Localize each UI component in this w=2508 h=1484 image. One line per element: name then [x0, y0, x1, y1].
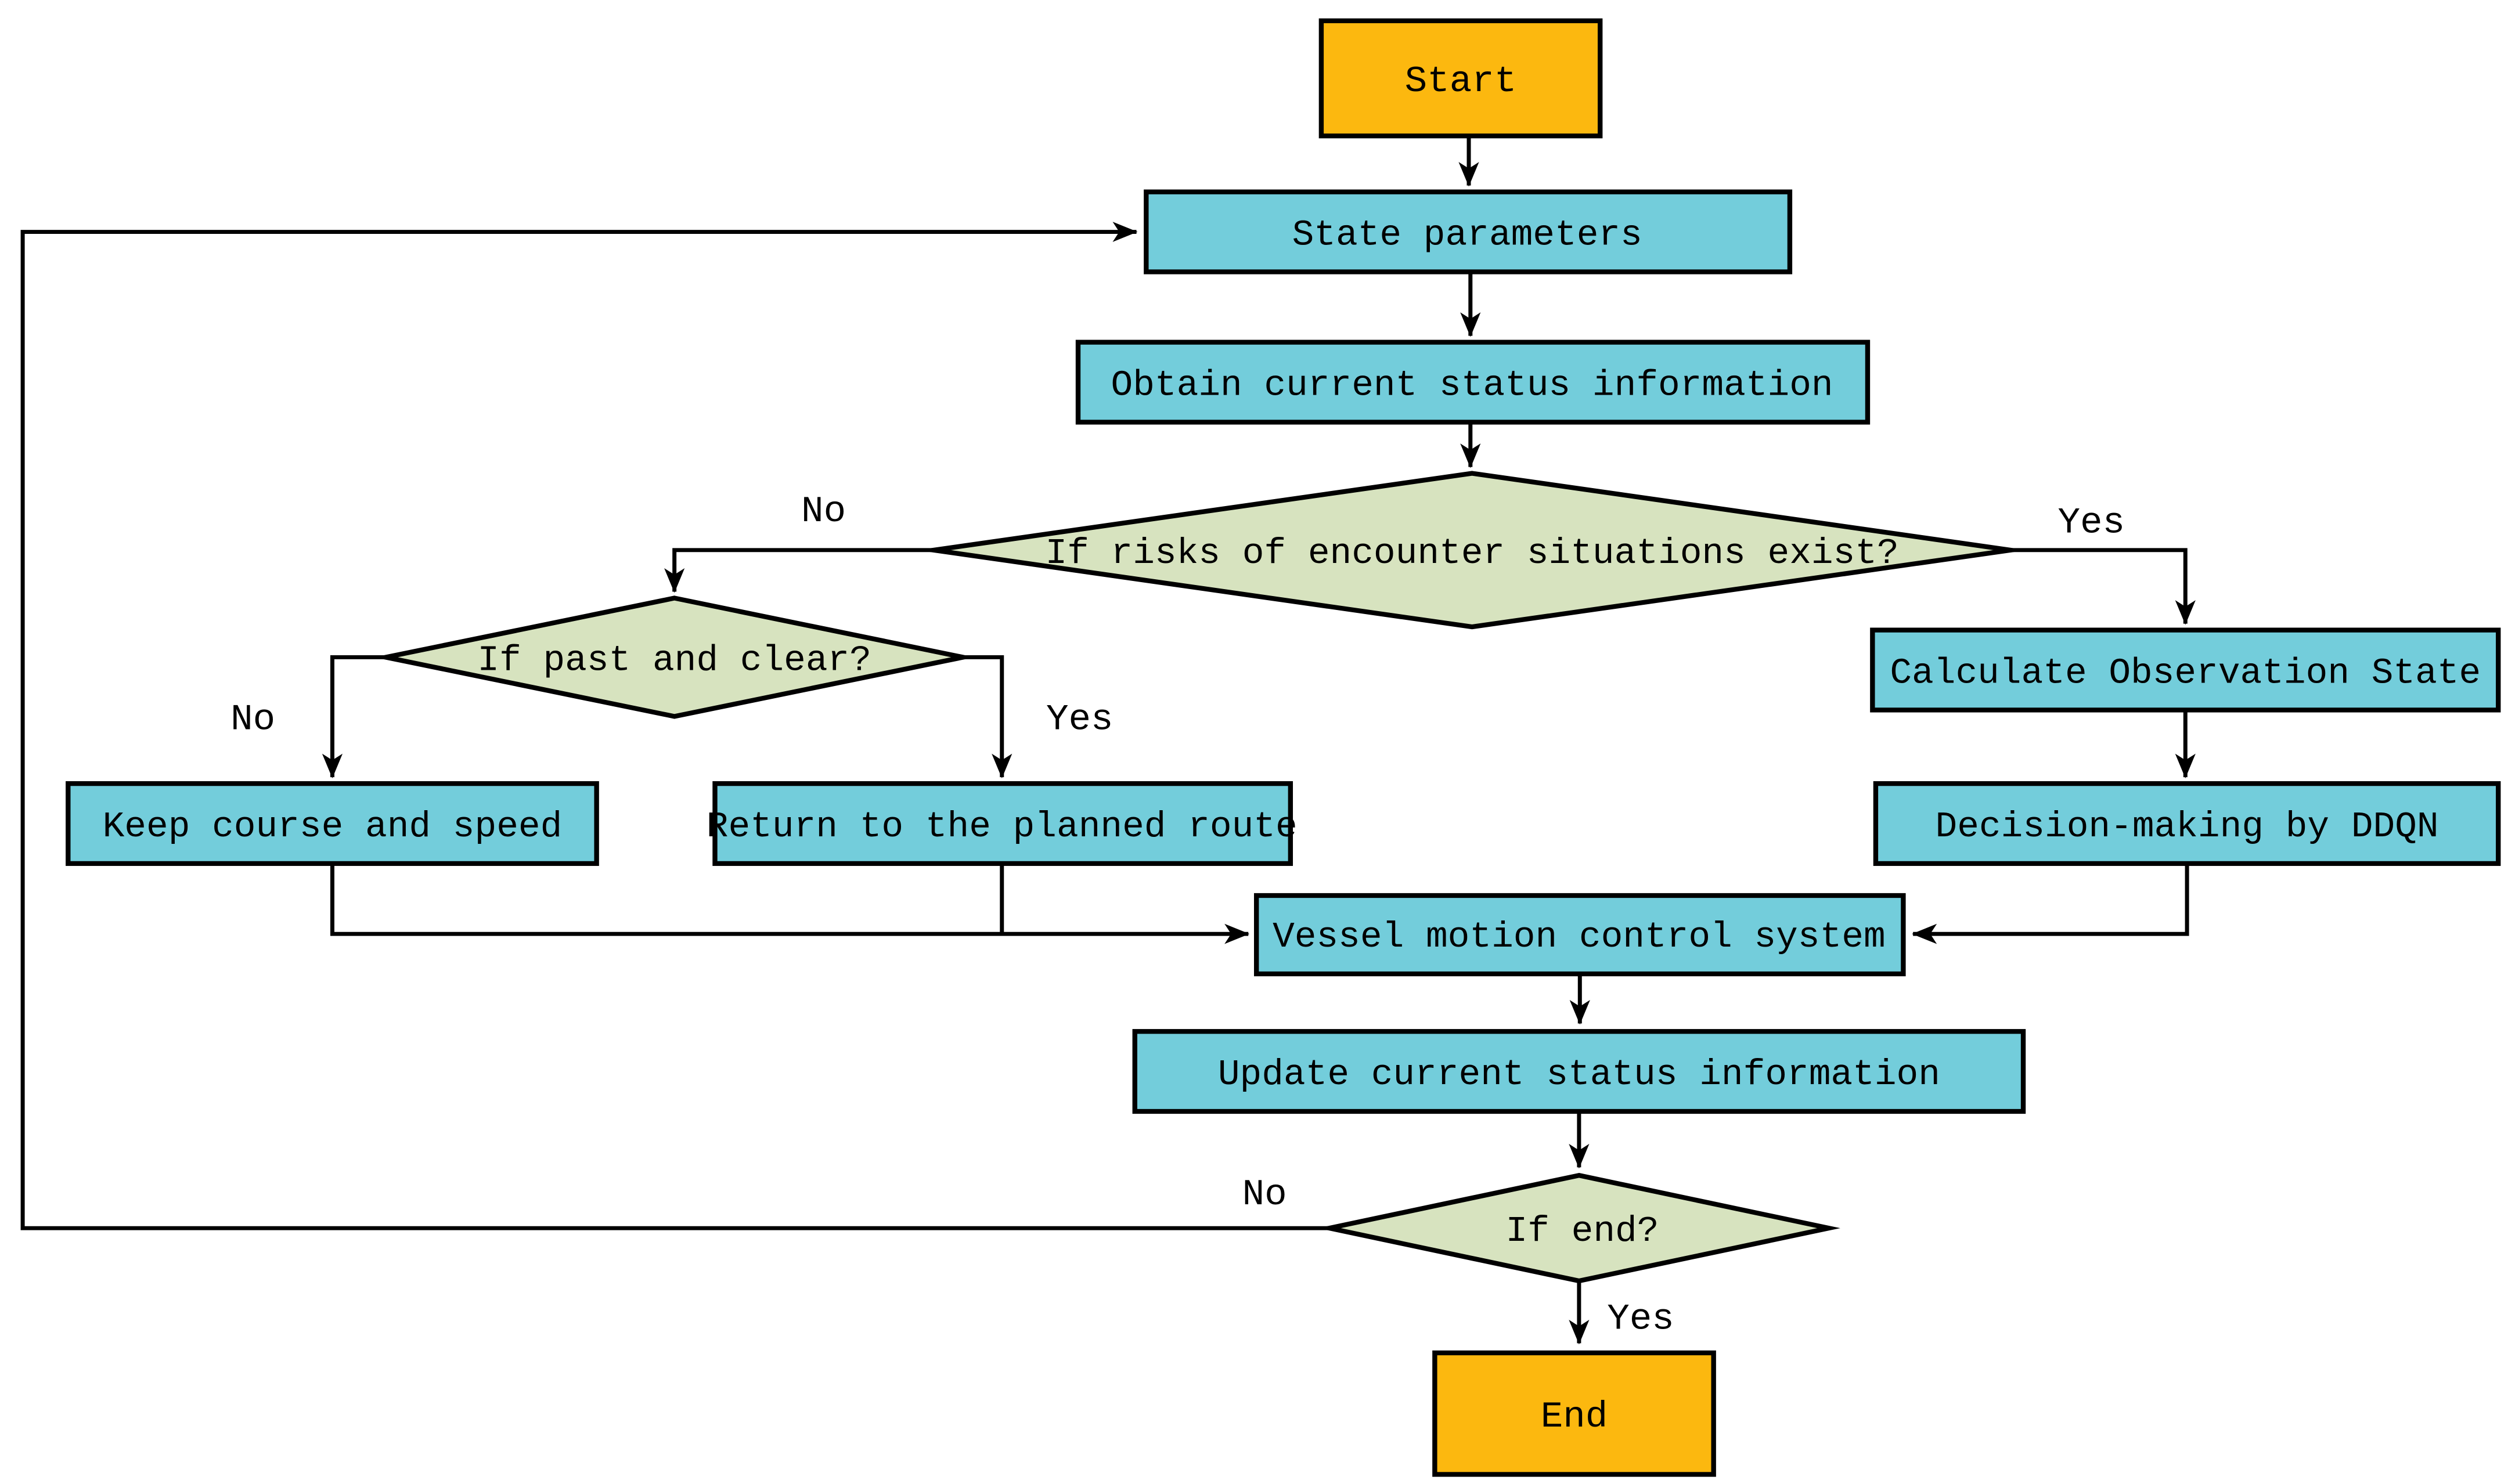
calc-observation-label: Calculate Observation State	[1890, 653, 2481, 694]
end-terminator-shape	[1432, 1350, 1716, 1477]
edge-risk-yes-to-calc	[2010, 548, 2196, 625]
keep-course-shape	[66, 781, 599, 866]
edge-pastclear-no-to-keep	[322, 655, 386, 779]
node-end-decision: If end?	[1317, 1172, 1840, 1284]
node-keep-course: Keep course and speed	[66, 781, 599, 866]
calc-observation-shape	[1870, 627, 2501, 713]
edge-enddecision-no-to-state-feedback	[20, 222, 1329, 1230]
node-state-parameters: State parameters	[1144, 189, 1793, 275]
return-route-label: Return to the planned route	[707, 806, 1298, 847]
edge-pastclear-yes-to-return	[963, 655, 1012, 779]
edge-risk-no-to-pastclear	[664, 548, 934, 593]
node-risk-decision: If risks of encounter situations exist?	[917, 471, 2027, 630]
start-label: Start	[1405, 61, 1517, 103]
node-end: End	[1432, 1350, 1716, 1477]
risk-decision-label: If risks of encounter situations exist?	[1045, 533, 1898, 574]
node-obtain-status: Obtain current status information	[1075, 340, 1871, 425]
update-status-shape	[1132, 1029, 2026, 1114]
node-past-clear-decision: If past and clear?	[374, 595, 975, 719]
node-update-status: Update current status information	[1132, 1029, 2026, 1114]
vessel-control-shape	[1254, 893, 1906, 977]
return-route-shape	[712, 781, 1293, 866]
past-clear-diamond	[374, 595, 975, 719]
edge-keep-to-vessel	[330, 863, 1250, 944]
vessel-control-label: Vessel motion control system	[1273, 917, 1886, 958]
node-ddqn-decision: Decision-making by DDQN	[1873, 781, 2501, 866]
edge-labels: No Yes No Yes No Yes	[230, 492, 2125, 1341]
edge-label-risk-no: No	[801, 492, 846, 533]
end-label: End	[1541, 1396, 1608, 1438]
past-clear-label: If past and clear?	[477, 640, 871, 681]
risk-decision-diamond	[917, 471, 2027, 630]
start-terminator-shape	[1318, 18, 1603, 139]
node-calc-observation: Calculate Observation State	[1870, 627, 2501, 713]
obtain-status-label: Obtain current status information	[1111, 365, 1833, 406]
state-parameters-shape	[1144, 189, 1793, 275]
edges	[20, 136, 2196, 1345]
edge-label-risk-yes: Yes	[2058, 503, 2125, 544]
end-decision-label: If end?	[1506, 1211, 1659, 1252]
edge-ddqn-to-vessel	[1912, 863, 2189, 944]
edge-label-past-yes: Yes	[1046, 699, 1114, 741]
state-parameters-label: State parameters	[1292, 215, 1642, 256]
edge-label-past-no: No	[230, 699, 275, 741]
node-return-route: Return to the planned route	[707, 781, 1298, 866]
node-start: Start	[1318, 18, 1603, 139]
node-vessel-control: Vessel motion control system	[1254, 893, 1906, 977]
end-decision-diamond	[1317, 1172, 1840, 1284]
ddqn-decision-label: Decision-making by DDQN	[1936, 806, 2439, 847]
edge-label-end-no: No	[1242, 1174, 1287, 1216]
keep-course-label: Keep course and speed	[103, 806, 563, 847]
edge-label-end-yes: Yes	[1607, 1299, 1674, 1341]
ddqn-decision-shape	[1873, 781, 2501, 866]
update-status-label: Update current status information	[1218, 1055, 1940, 1096]
obtain-status-shape	[1075, 340, 1871, 425]
